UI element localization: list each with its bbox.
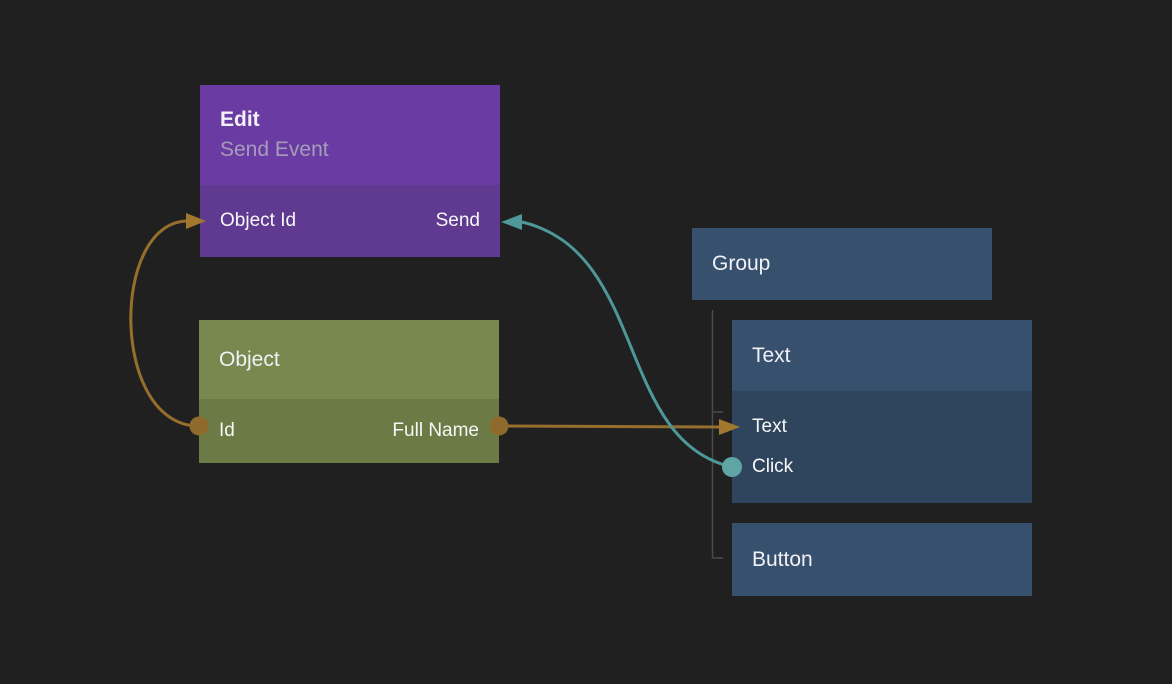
node-edit-body: Object Id Send xyxy=(200,185,500,257)
node-edit-title: Edit xyxy=(220,108,260,131)
port-label-text: Text xyxy=(752,416,787,437)
node-button-title: Button xyxy=(752,547,813,571)
node-group[interactable]: Group xyxy=(692,228,992,300)
arrowhead-object-id-icon[interactable] xyxy=(186,213,206,229)
node-object-title: Object xyxy=(219,347,280,371)
node-text-title: Text xyxy=(752,343,791,367)
connection-full-name-to-text[interactable] xyxy=(498,424,721,429)
node-group-title: Group xyxy=(712,252,771,275)
port-label-full-name: Full Name xyxy=(392,420,479,441)
port-label-id: Id xyxy=(219,420,235,441)
node-edit-header[interactable]: Edit Send Event xyxy=(200,85,500,185)
port-label-click: Click xyxy=(752,456,794,477)
node-object-header[interactable]: Object xyxy=(199,320,499,399)
node-object-body: Id Full Name xyxy=(199,399,499,463)
node-edit-subtitle: Send Event xyxy=(220,138,329,161)
port-label-send: Send xyxy=(435,210,480,231)
node-object[interactable]: Object Id Full Name xyxy=(199,320,499,463)
arrowhead-send-icon[interactable] xyxy=(501,214,522,230)
port-dot-id-icon[interactable] xyxy=(189,416,209,436)
arrowhead-text-icon[interactable] xyxy=(719,419,740,435)
node-button[interactable]: Button xyxy=(732,523,1032,596)
node-text-body: Text Click xyxy=(732,391,1032,503)
connection-click-to-send[interactable] xyxy=(521,220,733,469)
port-dot-click-icon[interactable] xyxy=(722,457,742,477)
port-dot-full-name-icon[interactable] xyxy=(489,416,509,436)
node-edit[interactable]: Edit Send Event Object Id Send xyxy=(200,85,500,257)
connection-id-to-object-id[interactable] xyxy=(129,219,200,428)
port-label-object-id: Object Id xyxy=(220,210,297,231)
node-text[interactable]: Text Text Click xyxy=(732,320,1032,503)
node-text-header[interactable]: Text xyxy=(732,320,1032,391)
